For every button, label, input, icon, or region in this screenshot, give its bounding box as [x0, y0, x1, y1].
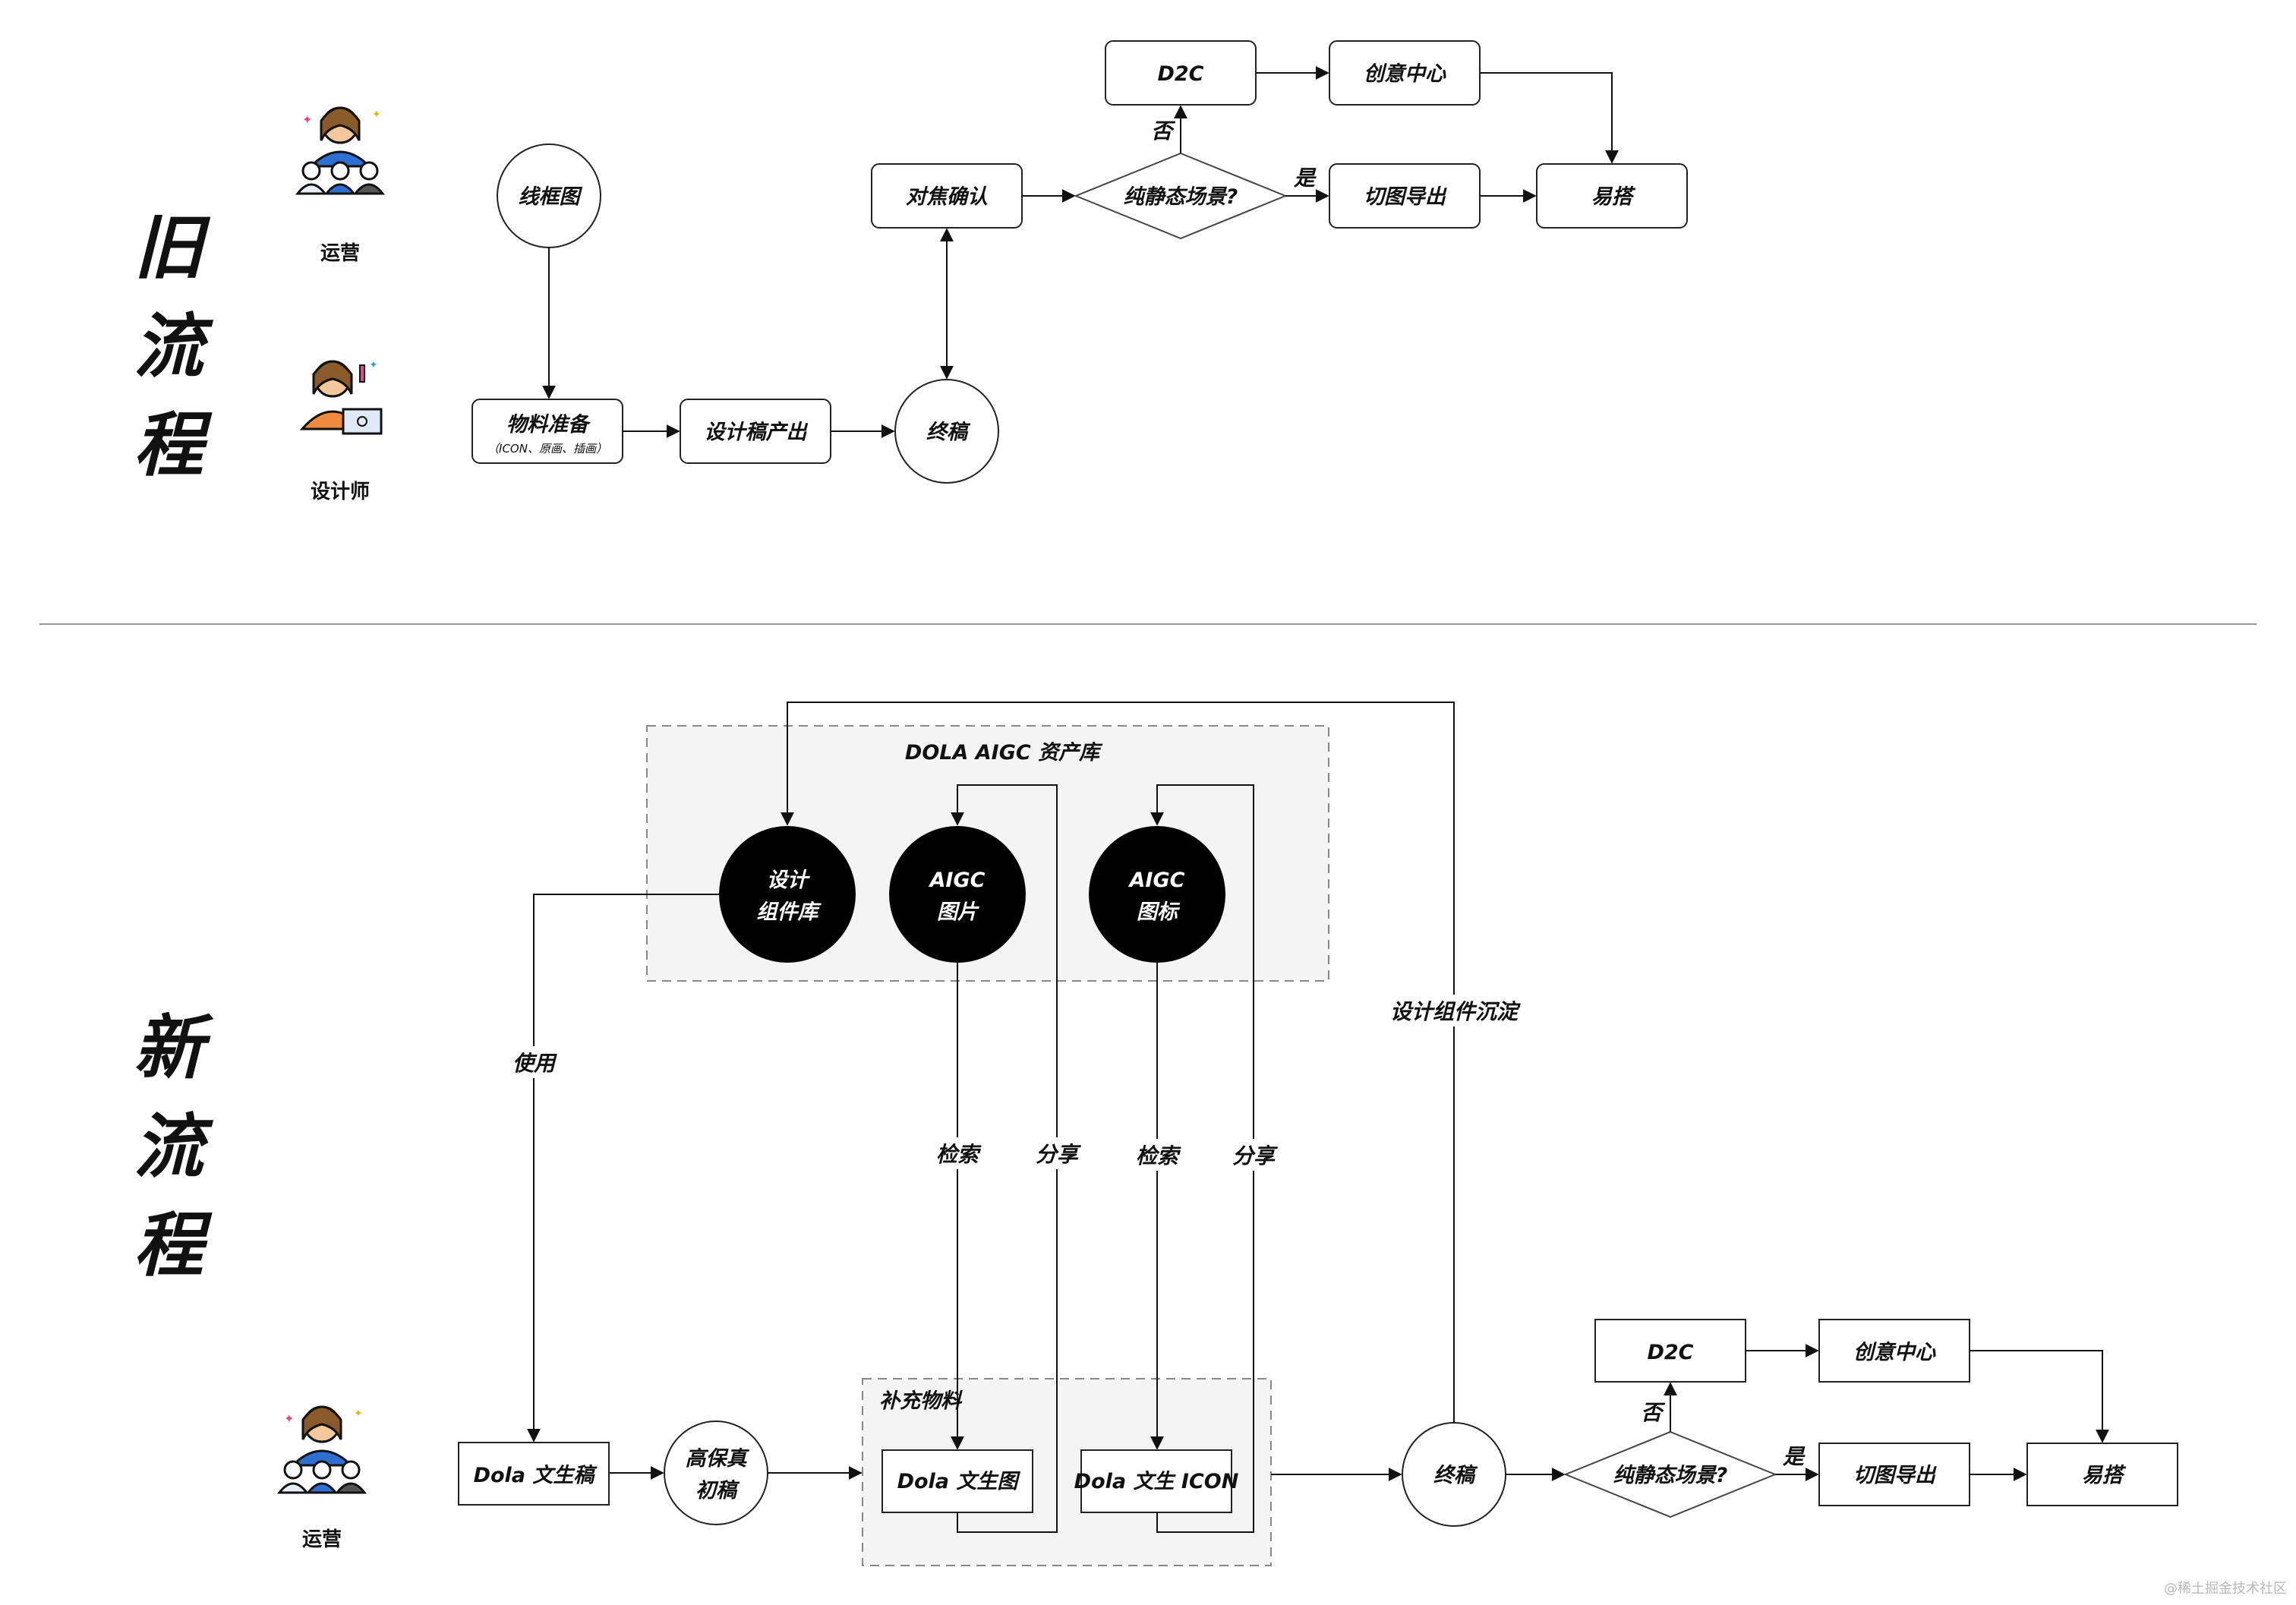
asset-library-group: DOLA AIGC 资产库 设计 组件库 AIGC 图片 AIGC 图标: [646, 725, 1329, 982]
new-node-yida: 易搭: [2026, 1443, 2178, 1506]
new-node-dola-doc-label: Dola 文生稿: [474, 1464, 598, 1487]
old-flow-section: 旧 流 程 ✦ ✦ 运营 ✦ 设计师: [134, 40, 1688, 503]
new-flow-section: 新 流 程 DOLA AIGC 资产库 设计 组件库 AIGC 图片 AIGC …: [134, 702, 2178, 1566]
new-node-dola-icon: Dola 文生 ICON: [1074, 1449, 1239, 1513]
operator-avatar-icon: ✦ ✦: [295, 106, 386, 195]
supplement-material-group: 补充物料 Dola 文生图 Dola 文生 ICON: [862, 1378, 1272, 1566]
asset-library-title: DOLA AIGC 资产库: [905, 741, 1103, 765]
old-node-cut-export-label: 切图导出: [1364, 185, 1447, 209]
designer-avatar-icon: ✦: [299, 359, 383, 435]
old-node-cut-export: 切图导出: [1329, 163, 1481, 229]
svg-text:✦: ✦: [369, 359, 378, 371]
new-flow-label-3: 程: [134, 1205, 213, 1286]
supplement-material-title: 补充物料: [879, 1389, 963, 1413]
new-node-cut-export-label: 切图导出: [1853, 1464, 1937, 1487]
new-node-final-label: 终稿: [1433, 1464, 1478, 1487]
edge-creative-to-yida: [1970, 1350, 2109, 1443]
old-node-final-label: 终稿: [926, 421, 971, 444]
old-operator-label: 运营: [320, 242, 360, 265]
new-node-hifi-draft-line2: 初稿: [695, 1479, 740, 1503]
old-flow-label-2: 流: [134, 306, 214, 387]
edge-label-share-2: 分享: [1232, 1143, 1279, 1168]
edge-label-use: 使用: [512, 1051, 557, 1076]
watermark: @稀土掘金技术社区: [2164, 1581, 2287, 1597]
old-node-material-prep-sub: （ICON、原画、插画）: [487, 442, 607, 456]
asset-component-library: 设计 组件库: [719, 826, 856, 963]
old-flow-label-1: 旧: [134, 207, 211, 289]
new-operator-avatar-icon: ✦ ✦: [276, 1405, 367, 1494]
new-flow-label-2: 流: [134, 1106, 214, 1187]
new-edge-label-yes: 是: [1782, 1444, 1806, 1469]
new-node-creative-center-label: 创意中心: [1853, 1341, 1936, 1364]
old-node-creative-center: 创意中心: [1329, 40, 1481, 106]
new-node-creative-center: 创意中心: [1818, 1319, 1970, 1383]
new-node-hifi-draft-line1: 高保真: [686, 1447, 750, 1471]
edge-component-to-dola-doc-use: [527, 894, 719, 1443]
edge-final-to-component-deposit: [781, 702, 1455, 1423]
new-edge-labels: 使用 检索 分享 检索 分享 设计组件沉淀 是 否: [509, 995, 1806, 1469]
new-flow-label-1: 新: [134, 1007, 214, 1089]
old-node-creative-center-label: 创意中心: [1364, 62, 1446, 86]
asset-aigc-image-line2: 图片: [937, 900, 979, 924]
asset-aigc-icon-line2: 图标: [1137, 900, 1181, 924]
old-designer-label: 设计师: [311, 481, 370, 503]
new-node-decision: 纯静态场景?: [1563, 1430, 1777, 1518]
new-node-d2c: D2C: [1594, 1319, 1746, 1383]
old-edges: [542, 66, 1619, 438]
old-node-yida: 易搭: [1536, 163, 1688, 229]
svg-text:✦: ✦: [284, 1411, 294, 1426]
new-node-d2c-label: D2C: [1647, 1341, 1693, 1364]
edge-label-search-2: 检索: [1136, 1143, 1181, 1168]
asset-aigc-icon: AIGC 图标: [1089, 826, 1225, 963]
old-edge-label-no: 否: [1151, 118, 1176, 143]
new-node-dola-image: Dola 文生图: [882, 1449, 1033, 1513]
new-node-decision-label: 纯静态场景?: [1613, 1464, 1728, 1487]
old-node-yida-label: 易搭: [1591, 185, 1636, 209]
new-node-yida-label: 易搭: [2082, 1464, 2127, 1487]
new-operator-label: 运营: [302, 1528, 342, 1551]
new-node-dola-image-label: Dola 文生图: [897, 1470, 1021, 1493]
old-node-focus-confirm-label: 对焦确认: [906, 185, 988, 209]
new-node-cut-export: 切图导出: [1818, 1443, 1970, 1506]
old-node-decision-label: 纯静态场景?: [1124, 185, 1238, 209]
old-node-d2c: D2C: [1105, 40, 1257, 106]
old-node-decision: 纯静态场景?: [1074, 152, 1288, 240]
old-node-material-prep: 物料准备 （ICON、原画、插画）: [472, 399, 623, 464]
asset-component-library-line2: 组件库: [757, 900, 822, 924]
old-edge-label-yes: 是: [1293, 166, 1317, 191]
asset-component-library-line1: 设计: [767, 869, 810, 892]
svg-text:✦: ✦: [302, 112, 312, 127]
old-node-material-prep-label: 物料准备: [506, 413, 591, 437]
new-node-dola-icon-label: Dola 文生 ICON: [1074, 1470, 1239, 1493]
old-node-wireframe-label: 线框图: [519, 185, 583, 209]
asset-aigc-icon-line1: AIGC: [1128, 869, 1185, 892]
old-flow-label-3: 程: [134, 405, 213, 486]
old-node-design-output: 设计稿产出: [680, 399, 831, 464]
edge-label-search-1: 检索: [936, 1142, 982, 1167]
svg-text:✦: ✦: [354, 1408, 363, 1420]
old-node-d2c-label: D2C: [1157, 62, 1203, 86]
new-edge-label-no: 否: [1641, 1400, 1666, 1425]
new-node-final: 终稿: [1402, 1422, 1506, 1527]
edge-label-deposit: 设计组件沉淀: [1390, 999, 1521, 1024]
edge-creative-to-yida: [1480, 72, 1619, 164]
asset-aigc-image: AIGC 图片: [889, 826, 1026, 963]
edge-label-share-1: 分享: [1036, 1142, 1082, 1167]
old-node-focus-confirm: 对焦确认: [871, 163, 1023, 229]
new-node-dola-doc: Dola 文生稿: [458, 1442, 610, 1506]
new-node-hifi-draft: 高保真 初稿: [664, 1421, 768, 1525]
old-node-final: 终稿: [894, 379, 999, 484]
old-node-design-output-label: 设计稿产出: [705, 421, 809, 444]
svg-text:✦: ✦: [372, 109, 381, 121]
old-node-wireframe: 线框图: [497, 143, 601, 248]
asset-aigc-image-line1: AIGC: [929, 869, 986, 892]
